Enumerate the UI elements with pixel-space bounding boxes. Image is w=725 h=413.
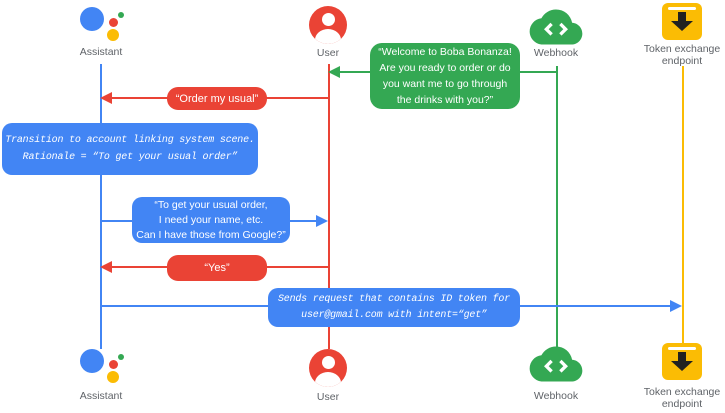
welcome-line-2: Are you ready to order or do bbox=[379, 62, 511, 74]
assistant-label-top: Assistant bbox=[79, 46, 123, 58]
user-shoulders-icon bbox=[315, 372, 341, 387]
token-label-top: Token exchange endpoint bbox=[637, 43, 725, 67]
ask-info-line-3: Can I have those from Google?” bbox=[136, 228, 286, 241]
user-icon bbox=[309, 349, 347, 387]
sends-request-arrowhead-icon bbox=[670, 300, 682, 312]
order-usual-bubble: “Order my usual” bbox=[167, 87, 267, 110]
ask-info-bubble: “To get your usual order, I need your na… bbox=[132, 197, 290, 243]
download-arrow-icon bbox=[678, 12, 686, 21]
download-arrowhead-icon bbox=[671, 361, 693, 371]
token-label-bottom-line-2: endpoint bbox=[661, 397, 703, 410]
token-label-bottom: Token exchange endpoint bbox=[637, 386, 725, 410]
user-lifeline bbox=[328, 64, 330, 349]
webhook-cloud-icon bbox=[529, 9, 583, 45]
welcome-line-3: you want me to go through bbox=[382, 78, 508, 90]
token-label-top-line-1: Token exchange bbox=[643, 43, 721, 55]
yes-text: “Yes” bbox=[204, 262, 230, 274]
token-label-bottom-line-1: Token exchange bbox=[643, 386, 721, 398]
assistant-icon bbox=[73, 5, 129, 47]
assistant-red-dot-icon bbox=[109, 360, 118, 369]
code-brackets-icon bbox=[544, 22, 568, 36]
token-endpoint-icon bbox=[662, 3, 702, 40]
ask-info-arrowhead-icon bbox=[316, 215, 328, 227]
token-endpoint-lifeline bbox=[682, 66, 684, 343]
assistant-label-bottom: Assistant bbox=[79, 390, 123, 402]
assistant-yellow-dot-icon bbox=[107, 371, 119, 383]
token-label-top-line-2: endpoint bbox=[661, 54, 703, 67]
transition-note-line-1: Transition to account linking system sce… bbox=[5, 135, 255, 146]
token-slot-icon bbox=[668, 7, 696, 10]
sends-request-line-2: user@gmail.com with intent=“get” bbox=[301, 309, 487, 321]
user-head-icon bbox=[321, 355, 335, 369]
sends-request-line-1: Sends request that contains ID token for bbox=[277, 293, 511, 305]
user-label-top: User bbox=[316, 47, 340, 59]
assistant-green-dot-icon bbox=[118, 12, 124, 18]
assistant-green-dot-icon bbox=[118, 354, 124, 360]
assistant-blue-dot-icon bbox=[80, 349, 104, 373]
download-arrowhead-icon bbox=[671, 21, 693, 31]
token-slot-icon bbox=[668, 347, 696, 350]
webhook-cloud-icon bbox=[529, 346, 583, 382]
ask-info-line-1: “To get your usual order, bbox=[154, 198, 268, 211]
assistant-lifeline bbox=[100, 64, 102, 349]
assistant-icon bbox=[73, 347, 129, 389]
webhook-label-top: Webhook bbox=[533, 47, 579, 59]
welcome-line-1: “Welcome to Boba Bonanza! bbox=[378, 46, 512, 58]
transition-note-line-2: Rationale = “To get your usual order” bbox=[22, 152, 238, 163]
assistant-red-dot-icon bbox=[109, 18, 118, 27]
transition-note-bubble: Transition to account linking system sce… bbox=[2, 123, 258, 175]
ask-info-line-2: I need your name, etc. bbox=[158, 213, 264, 226]
user-shoulders-icon bbox=[315, 29, 341, 44]
sends-request-bubble: Sends request that contains ID token for… bbox=[268, 288, 520, 327]
user-label-bottom: User bbox=[316, 391, 340, 403]
assistant-yellow-dot-icon bbox=[107, 29, 119, 41]
yes-bubble: “Yes” bbox=[167, 255, 267, 281]
webhook-label-bottom: Webhook bbox=[533, 390, 579, 402]
welcome-line-4: the drinks with you?” bbox=[396, 94, 494, 106]
order-usual-text: “Order my usual” bbox=[175, 92, 259, 105]
code-brackets-icon bbox=[544, 359, 568, 373]
user-head-icon bbox=[321, 12, 335, 26]
yes-arrowhead-icon bbox=[100, 261, 112, 273]
download-arrow-icon bbox=[678, 352, 686, 361]
order-usual-arrowhead-icon bbox=[100, 92, 112, 104]
assistant-blue-dot-icon bbox=[80, 7, 104, 31]
token-endpoint-icon bbox=[662, 343, 702, 380]
welcome-message-bubble: “Welcome to Boba Bonanza! Are you ready … bbox=[370, 43, 520, 109]
webhook-lifeline bbox=[556, 66, 558, 347]
welcome-arrowhead-icon bbox=[328, 66, 340, 78]
user-icon bbox=[309, 6, 347, 44]
